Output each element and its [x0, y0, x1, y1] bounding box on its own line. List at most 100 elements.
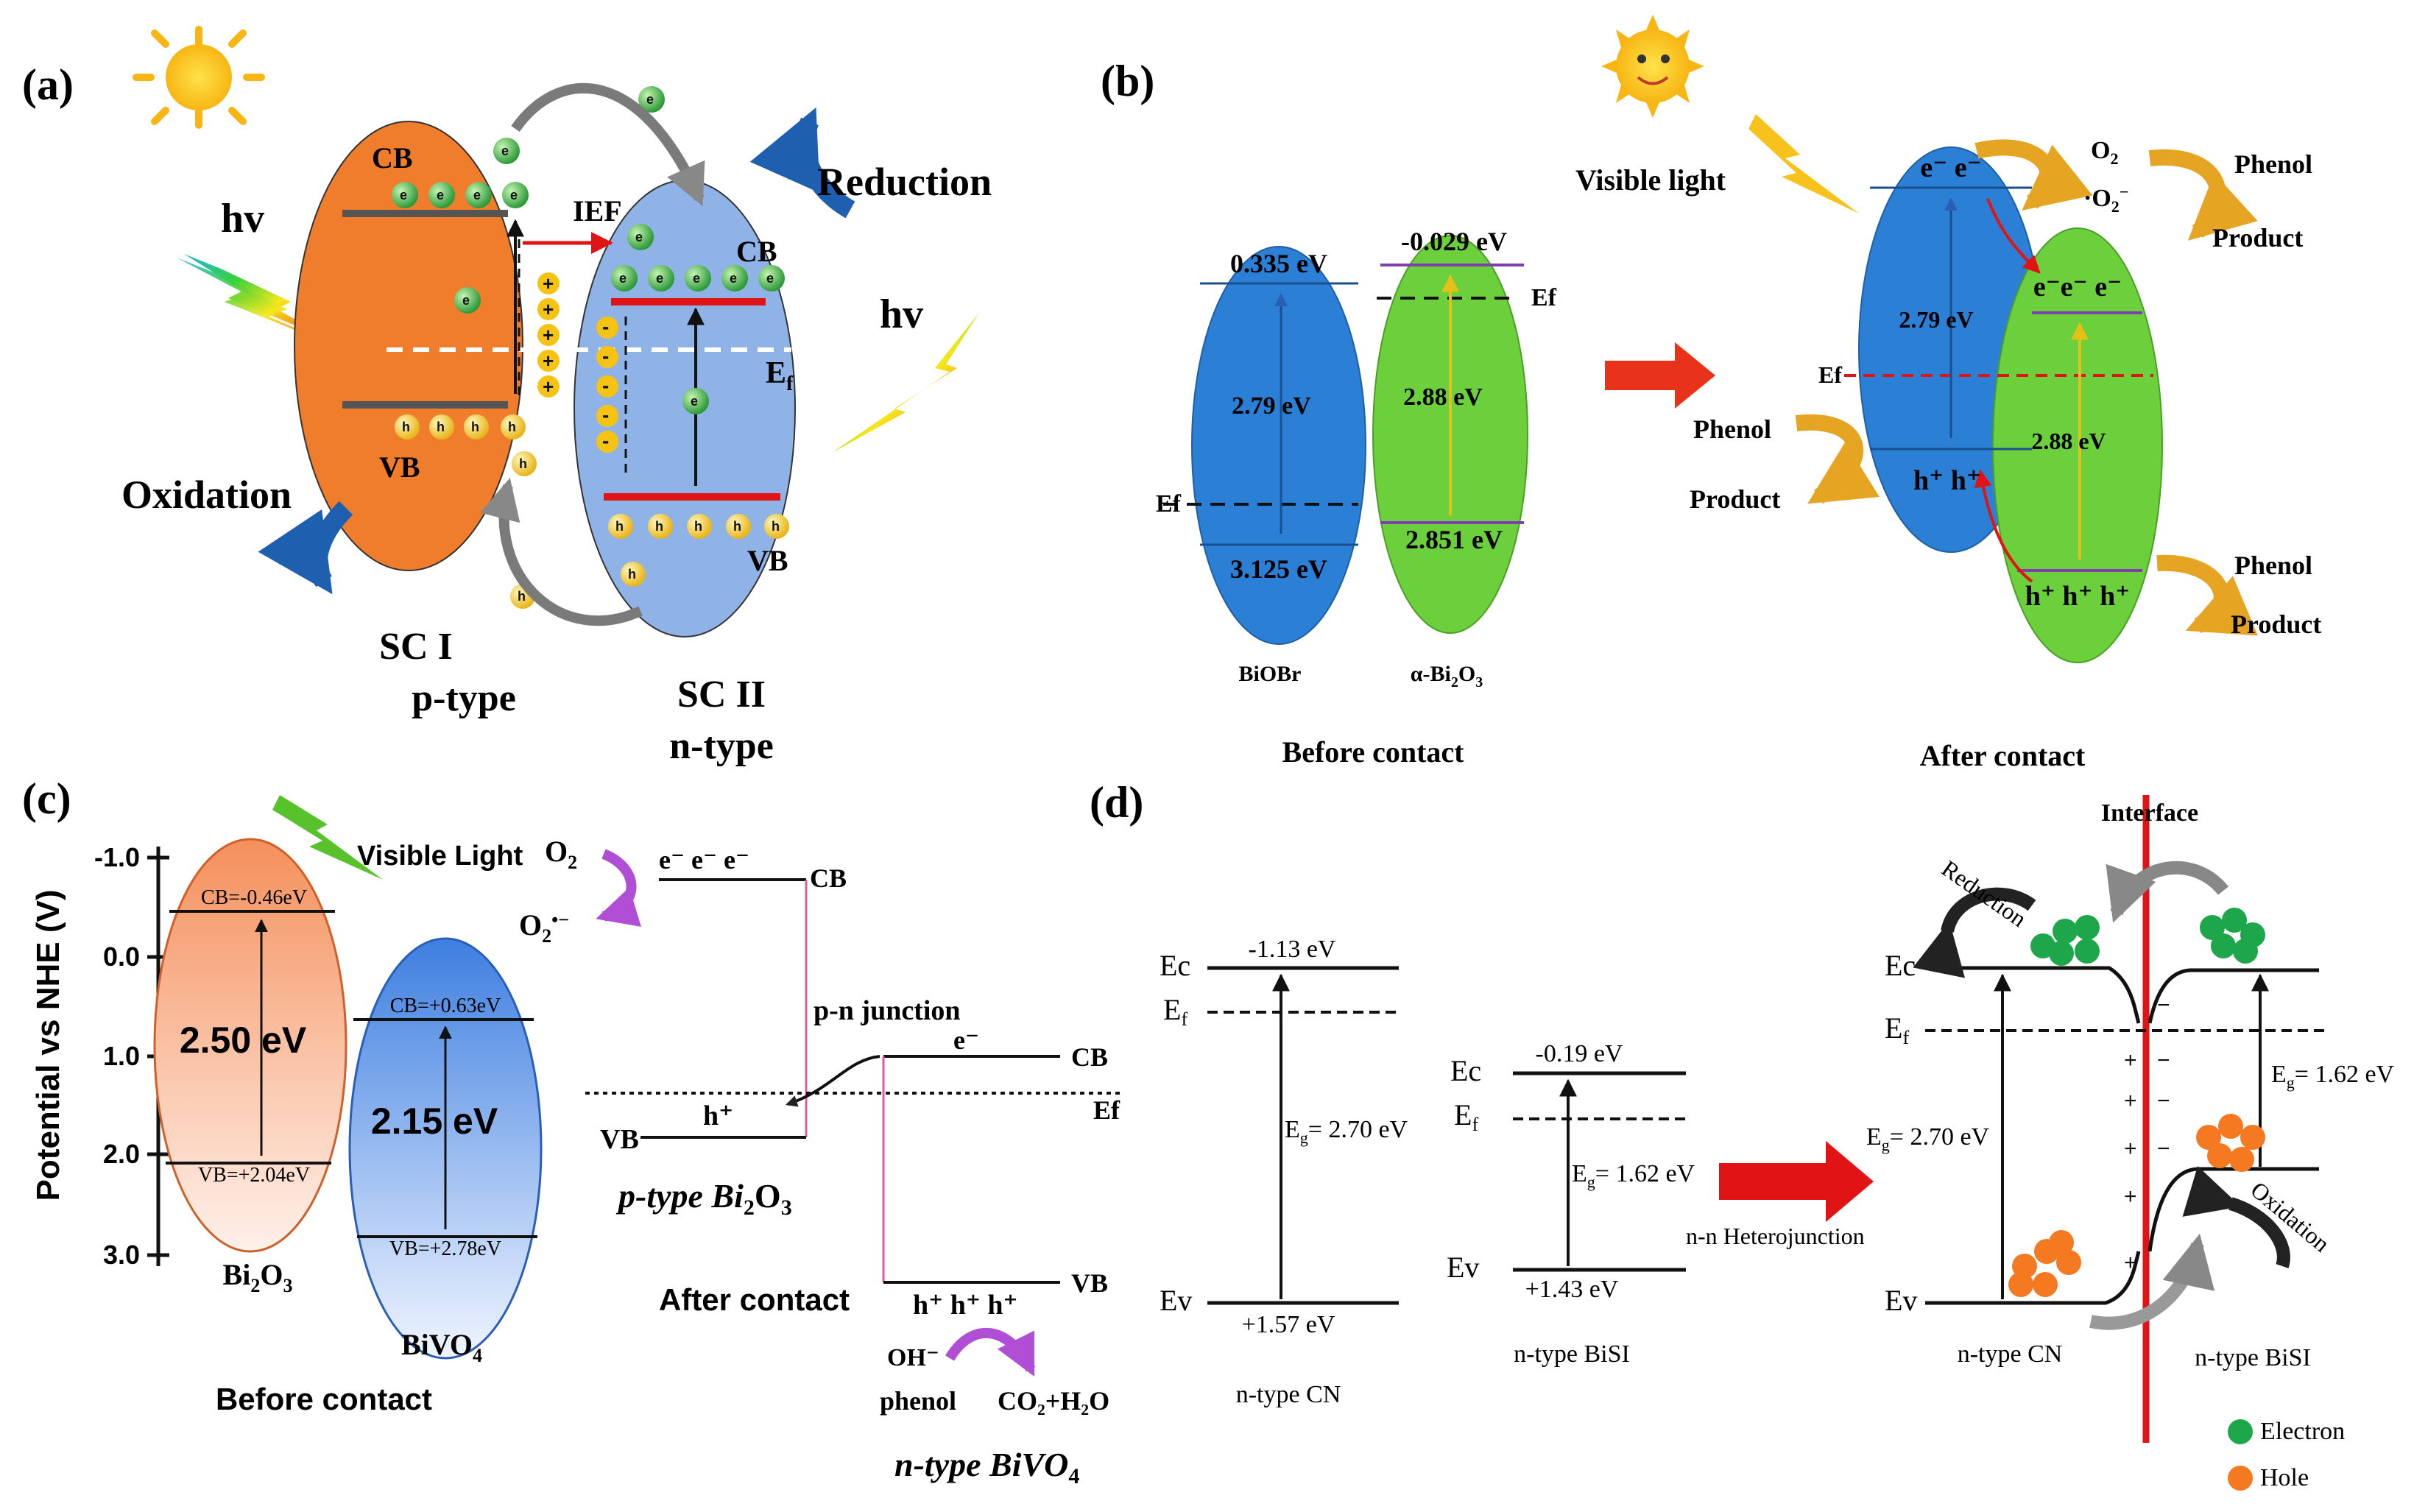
biobr-ellipse — [1191, 246, 1366, 645]
after-e-right: e⁻e⁻ e⁻ — [2033, 272, 2122, 303]
lightning-icon-b — [1748, 114, 1859, 213]
h-row-c: h⁺ h⁺ h⁺ — [913, 1290, 1018, 1321]
svg-text:-: - — [602, 315, 609, 338]
bi2o3-gap: 2.88 eV — [1403, 384, 1483, 411]
svg-text:h: h — [437, 420, 445, 434]
e-row-c: e⁻ e⁻ e⁻ — [659, 845, 749, 875]
svg-text:-: - — [602, 345, 609, 367]
panel-b: (b) 0.335 eV 2.79 eV 3.125 eV Ef -0.029 … — [1101, 15, 2321, 772]
after-e-left: e⁻ e⁻ — [1920, 152, 1981, 183]
reduction-arrow — [749, 107, 855, 219]
hv-right: hv — [880, 292, 923, 337]
cb-c1: CB — [810, 863, 847, 893]
bivo4-cb-c: CB=+0.63eV — [390, 995, 501, 1017]
vb-label-right: VB — [747, 544, 788, 577]
after-ef: Ef — [1818, 361, 1842, 388]
sc2-type: n-type — [669, 725, 774, 767]
cn-eg: Eg= 2.70 eV — [1285, 1116, 1408, 1147]
bi2o3-cb: -0.029 eV — [1401, 227, 1507, 256]
svg-text:e: e — [619, 271, 627, 286]
products-c: CO₂+H₂O — [998, 1386, 1109, 1416]
junction-ec: Ec — [1885, 949, 1916, 982]
electron-transfer-arrow — [511, 83, 705, 207]
svg-text:-: - — [602, 403, 609, 426]
phenol-b2: Phenol — [1693, 414, 1771, 444]
before-contact-c: Before contact — [216, 1382, 432, 1416]
sc1-ellipse — [294, 121, 523, 571]
cn-ef: Ef — [1163, 993, 1187, 1030]
phenol-b3: Phenol — [2234, 551, 2312, 580]
cn-ev: Ev — [1160, 1284, 1192, 1317]
bi2o3-vb: 2.851 eV — [1405, 525, 1503, 554]
hole-transfer-arrow — [480, 478, 643, 626]
junction-ef: Ef — [1885, 1011, 1909, 1048]
bivo4-name-c: BiVO4 — [401, 1328, 482, 1366]
oxidation-arrow — [258, 501, 353, 595]
electrons-a — [392, 86, 785, 414]
bisi-ev: Ev — [1447, 1251, 1479, 1284]
panel-d-label: (d) — [1090, 778, 1143, 827]
oh-c: OH⁻ — [887, 1344, 939, 1371]
holes-d — [2008, 1114, 2265, 1297]
e-single-c: e⁻ — [953, 1025, 979, 1055]
after-gap-left: 2.79 eV — [1899, 306, 1973, 333]
hv-left: hv — [221, 196, 264, 241]
ntype-c: n-type BiVO4 — [894, 1446, 1079, 1488]
sun-icon — [133, 26, 265, 129]
svg-text:e: e — [437, 188, 444, 202]
bi2o3-ef: Ef — [1531, 284, 1557, 311]
panel-c: (c) -1.0 0.0 1.0 2.0 3.0 Potential vs NH… — [22, 774, 1123, 1488]
after-h-left: h⁺ h⁺ — [1913, 465, 1981, 496]
svg-text:-: - — [602, 374, 609, 397]
ytick-2: 0.0 — [103, 942, 140, 972]
svg-text:e: e — [766, 271, 774, 286]
bi2o3-vb-c: VB=+2.04eV — [198, 1164, 310, 1187]
cn-name: n-type CN — [1236, 1381, 1341, 1408]
biobr-vb: 3.125 eV — [1230, 554, 1327, 584]
bivo4-vb-c: VB=+2.78eV — [389, 1237, 501, 1260]
svg-text:+: + — [543, 298, 554, 320]
svg-text:+: + — [543, 324, 554, 346]
svg-text:h: h — [615, 519, 624, 534]
ef-c: Ef — [1093, 1095, 1120, 1125]
panel-c-label: (c) — [22, 774, 71, 823]
product-b1: Product — [2212, 223, 2303, 252]
svg-text:+: + — [543, 272, 554, 294]
svg-text:−: − — [2157, 1137, 2170, 1161]
svg-text:e: e — [400, 188, 407, 202]
contact-arrow-b — [1605, 342, 1715, 409]
svg-text:h: h — [694, 519, 702, 534]
svg-text:e: e — [473, 188, 481, 202]
after-gap-right: 2.88 eV — [2031, 428, 2106, 454]
bi2o3-name: α-Bi2O3 — [1411, 662, 1483, 690]
svg-text:+: + — [543, 375, 554, 398]
vb-label-left: VB — [379, 451, 420, 484]
bi2o3-name-c: Bi2O3 — [223, 1258, 293, 1296]
svg-text:h: h — [655, 519, 663, 534]
svg-text:h: h — [733, 519, 741, 534]
svg-text:h: h — [471, 420, 479, 434]
svg-text:h: h — [772, 519, 780, 534]
cn-name-junction: n-type CN — [1958, 1340, 2063, 1368]
svg-text:+: + — [2124, 1137, 2137, 1161]
panel-a-label: (a) — [22, 60, 74, 109]
o2-c: O2 — [545, 835, 577, 873]
o2-radical-b: ·O2− — [2083, 183, 2128, 216]
svg-text:h: h — [628, 567, 636, 582]
svg-text:e: e — [730, 271, 737, 286]
svg-text:-: - — [602, 429, 609, 452]
bisi-ec: Ec — [1450, 1054, 1481, 1087]
svg-text:+: + — [2124, 1251, 2137, 1275]
svg-text:+: + — [2124, 1048, 2137, 1073]
interface-label: Interface — [2101, 799, 2198, 827]
cn-ec-val: -1.13 eV — [1249, 936, 1336, 963]
after-contact-b: After contact — [1920, 739, 2086, 772]
o2-b: O2 — [2091, 137, 2118, 168]
after-contact-c: After contact — [659, 1282, 850, 1317]
o2-radical-c: O2•− — [519, 908, 569, 947]
cn-ec: Ec — [1160, 949, 1190, 982]
oxidation-label: Oxidation — [121, 473, 292, 517]
